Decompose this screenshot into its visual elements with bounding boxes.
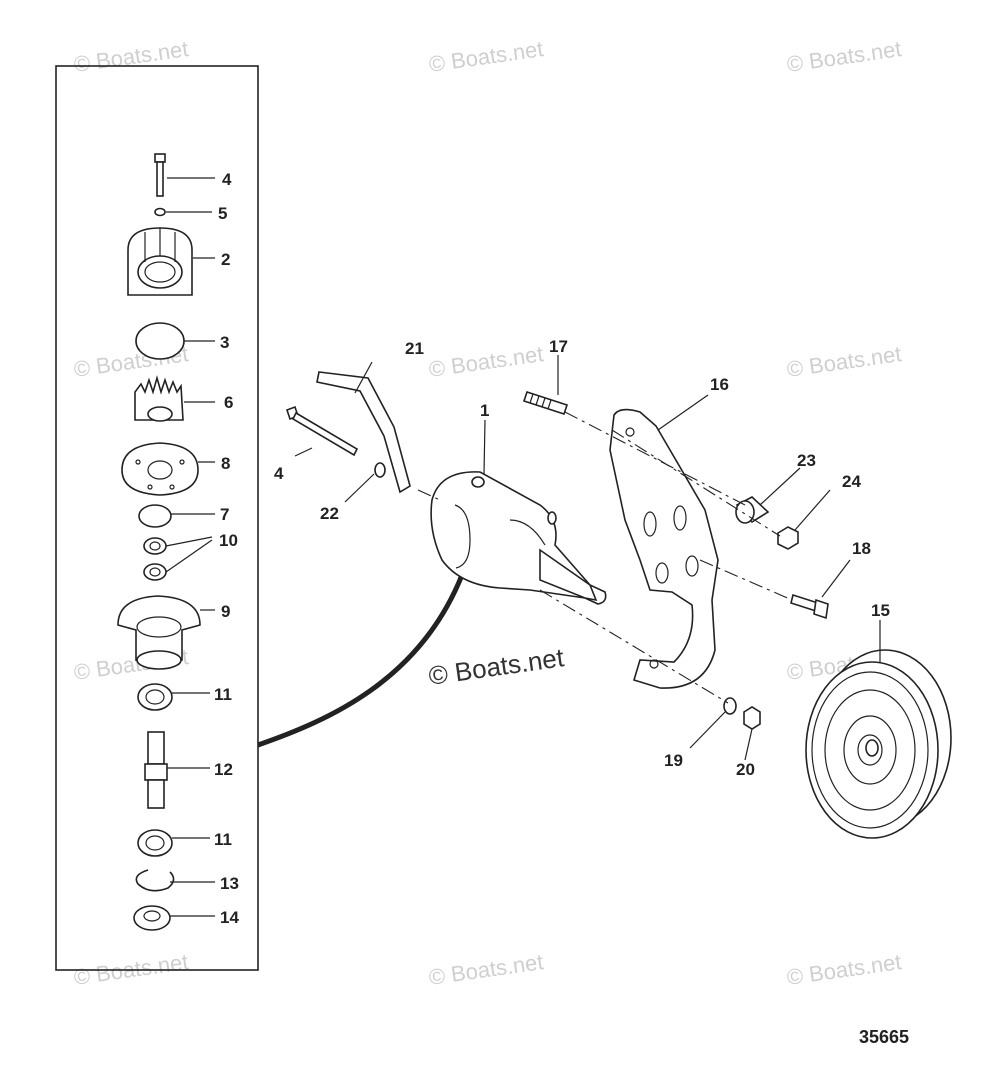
- watermark: © Boats.net: [427, 36, 545, 77]
- part-cover-2: [127, 227, 193, 296]
- part-pump-1: [430, 471, 607, 605]
- part-bolt-4: [154, 153, 166, 197]
- mount-bracket-slots: [625, 427, 699, 669]
- part-bolt-4-main: [285, 405, 359, 457]
- inset-box: [55, 65, 259, 971]
- part-nut-20: [743, 706, 761, 730]
- watermark-center: © Boats.net: [427, 642, 567, 691]
- part-washer-19: [723, 697, 737, 715]
- watermark: © Boats.net: [427, 949, 545, 990]
- part-bearing-11a: [137, 683, 173, 711]
- part-ring-7: [138, 504, 172, 528]
- figure-number: 35665: [858, 1027, 909, 1047]
- callout-4: 4: [222, 170, 232, 189]
- callout-13: 13: [220, 874, 239, 893]
- center-lines: [417, 411, 793, 704]
- callout-21: 21: [405, 339, 424, 358]
- callout-15: 15: [871, 601, 890, 620]
- callout-5: 5: [218, 204, 227, 223]
- callout-6: 6: [224, 393, 233, 412]
- callout-3: 3: [220, 333, 229, 352]
- part-shaft-12: [144, 731, 168, 809]
- inset-leaders: [165, 177, 215, 917]
- watermark: © Boats.net: [72, 36, 190, 77]
- part-nut-24: [777, 526, 799, 550]
- part-washer-5: [154, 207, 166, 217]
- callout-20: 20: [736, 760, 755, 779]
- part-bearing-11b: [137, 829, 173, 857]
- callout-22: 22: [320, 504, 339, 523]
- part-spacer-23: [735, 496, 770, 524]
- part-bolt-18: [790, 593, 829, 620]
- callout-1: 1: [480, 401, 489, 420]
- callout-9: 9: [221, 602, 230, 621]
- part-plate-8: [121, 442, 199, 496]
- watermark: © Boats.net: [427, 341, 545, 382]
- callout-24: 24: [842, 472, 861, 491]
- callout-16: 16: [710, 375, 729, 394]
- part-housing-9: [117, 595, 201, 670]
- callout-17: 17: [549, 337, 568, 356]
- connecting-cable: [257, 574, 465, 748]
- part-seals-10: [143, 537, 167, 581]
- part-bracket-21: [316, 371, 411, 494]
- callout-2: 2: [221, 250, 230, 269]
- part-pulley-15: [805, 649, 952, 839]
- callout-23: 23: [797, 451, 816, 470]
- main-leaders: [294, 355, 881, 761]
- part-snapring-13: [135, 869, 175, 892]
- part-seal-14: [133, 905, 171, 931]
- callout-18: 18: [852, 539, 871, 558]
- callout-10: 10: [219, 531, 238, 550]
- callout-14: 14: [220, 908, 239, 927]
- callout-4: 4: [274, 464, 284, 483]
- part-impeller-6: [134, 375, 184, 422]
- watermark: © Boats.net: [785, 341, 903, 382]
- callout-11: 11: [214, 685, 232, 704]
- callout-8: 8: [221, 454, 230, 473]
- callouts: 4 5 2 3 6 8 7 10 9 11 12 11 13 14 21 17 …: [214, 170, 890, 927]
- callout-7: 7: [220, 505, 229, 524]
- part-mount-bracket-16: [609, 408, 719, 689]
- part-stud-17: [522, 390, 569, 416]
- part-oring-3: [135, 322, 185, 360]
- watermark: © Boats.net: [785, 949, 903, 990]
- callout-11: 11: [214, 830, 232, 849]
- callout-12: 12: [214, 760, 233, 779]
- watermark: © Boats.net: [785, 36, 903, 77]
- part-washer-22: [374, 462, 386, 478]
- callout-19: 19: [664, 751, 683, 770]
